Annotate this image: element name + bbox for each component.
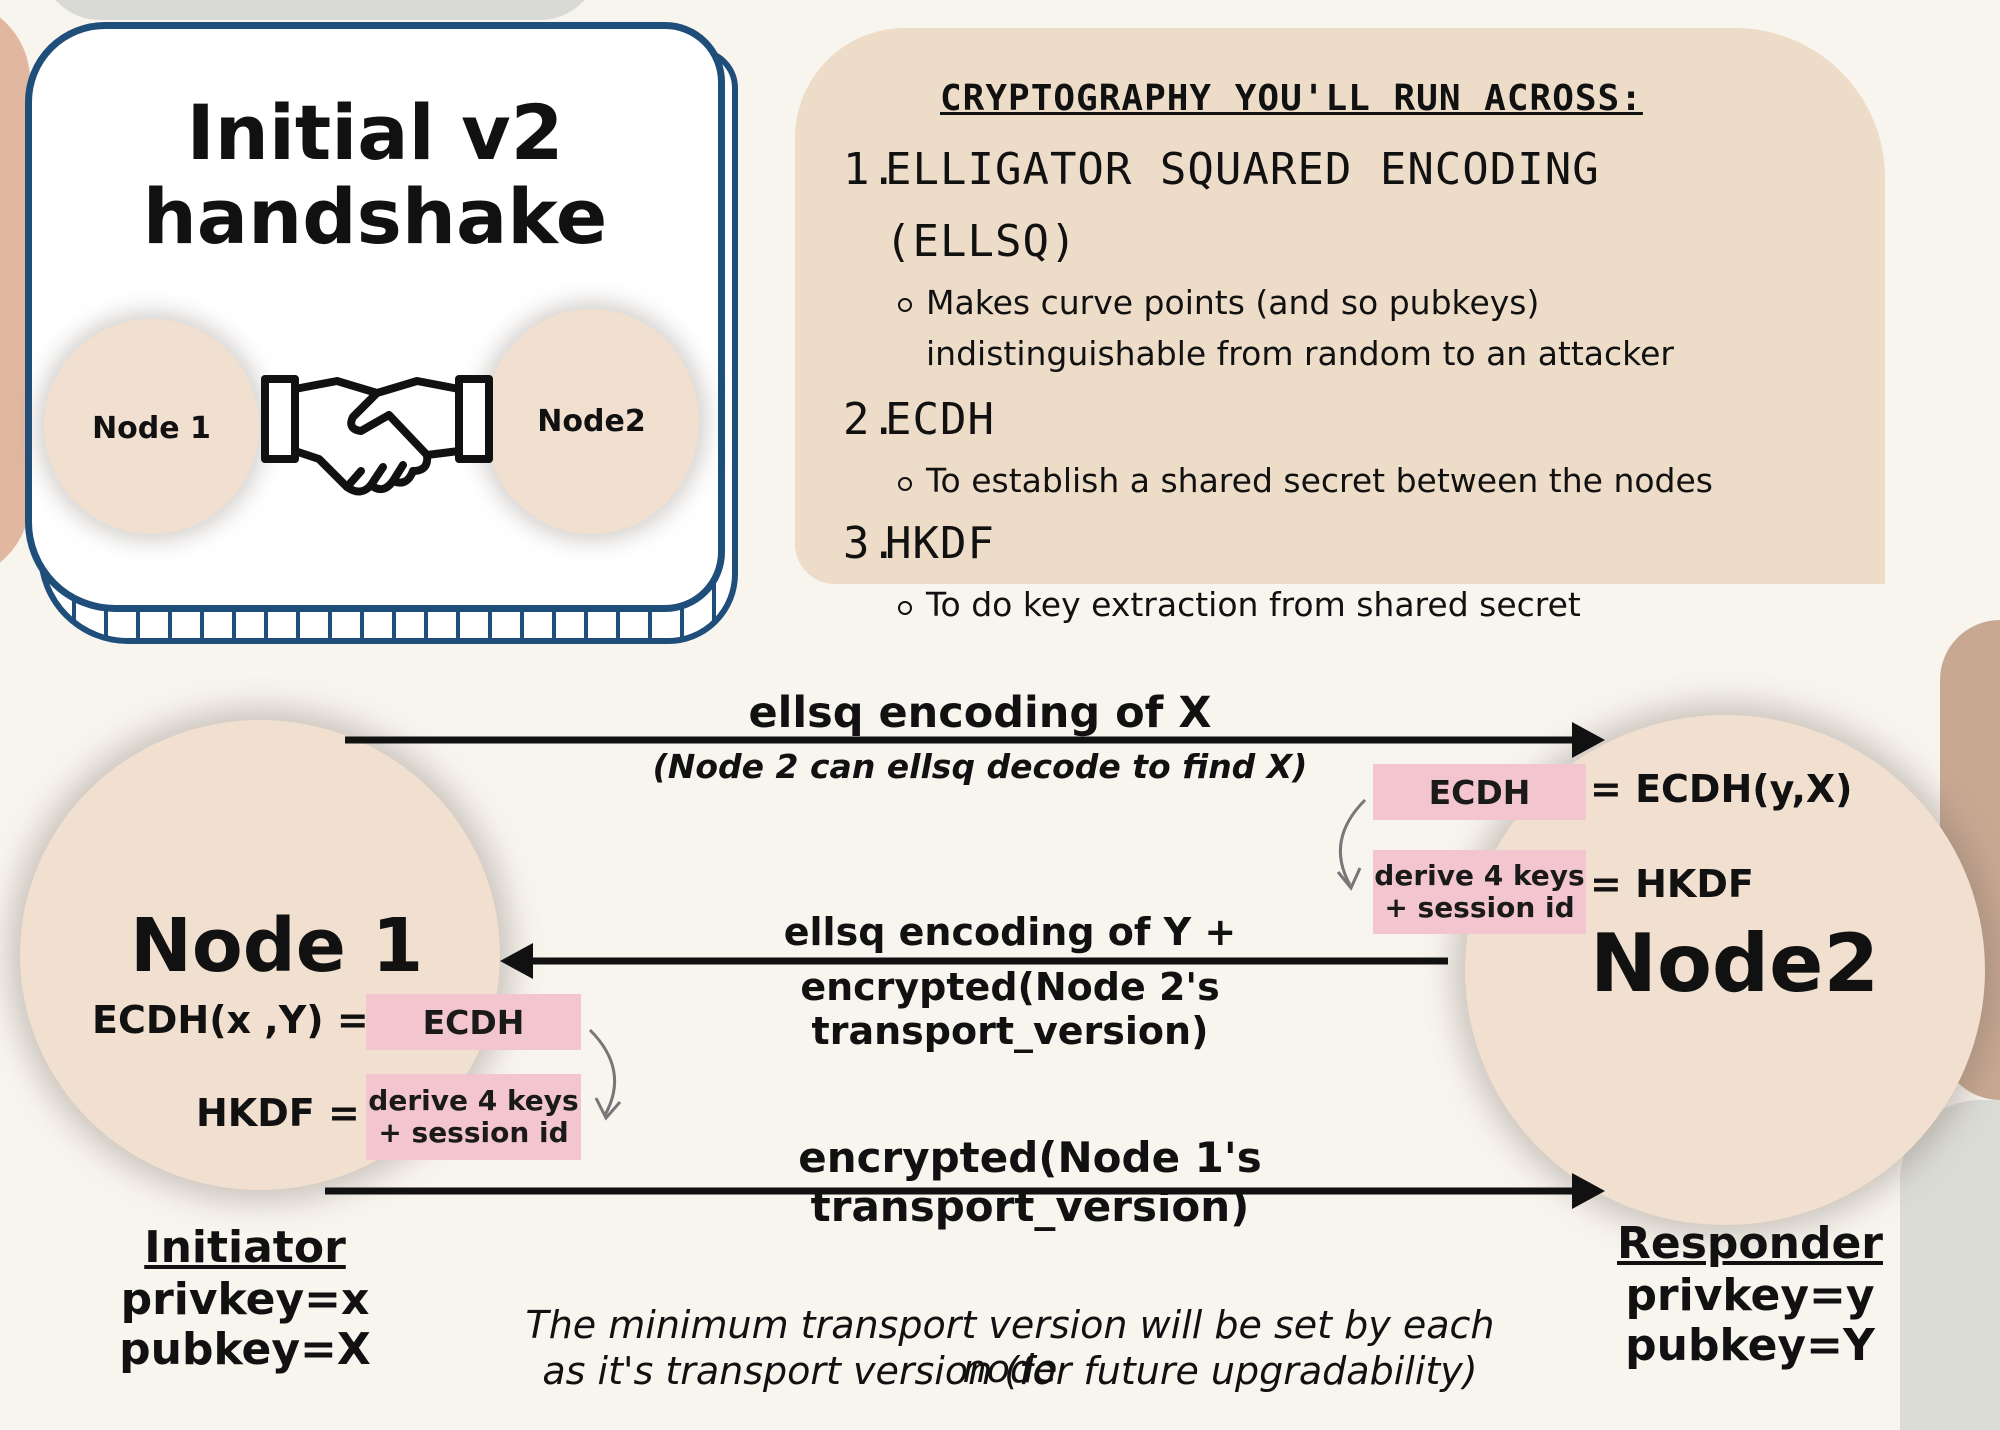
crypto-item-1-bullet-line1: Makes curve points (and so pubkeys) xyxy=(926,283,1540,322)
card-node-right xyxy=(484,309,699,534)
msg3-label: encrypted(Node 1's transport_version) xyxy=(798,1133,1262,1231)
crypto-item-3-num: 3. xyxy=(843,518,898,569)
crypto-item-2-title: ECDH xyxy=(885,394,995,445)
node2-privkey: privkey=y xyxy=(1625,1270,1875,1321)
crypto-item-3-bullet-marker xyxy=(898,601,912,615)
node2-hkdf-eq: = HKDF xyxy=(1590,862,1754,906)
msg2-line2: encrypted(Node 2's transport_version) xyxy=(800,965,1220,1053)
node1-role: Initiator xyxy=(144,1222,346,1273)
node1-curve-arrow-head xyxy=(594,1097,622,1121)
msg1-note: (Node 2 can ellsq decode to find X) xyxy=(652,747,1308,786)
title-card: Initial v2 handshake Node 1 Node2 xyxy=(25,22,725,612)
arrow-msg2-head xyxy=(500,943,533,979)
crypto-item-1-title-line2: (ELLSQ) xyxy=(885,216,1078,267)
node2-pubkey: pubkey=Y xyxy=(1625,1320,1875,1371)
node1-privkey: privkey=x xyxy=(120,1274,370,1325)
node1-name: Node 1 xyxy=(130,903,424,989)
node1-hkdf-box-line2: + session id xyxy=(378,1116,569,1149)
node2-role: Responder xyxy=(1617,1218,1883,1269)
msg1-label: ellsq encoding of X xyxy=(748,688,1212,738)
crypto-item-3-title: HKDF xyxy=(885,518,995,569)
node2-hkdf-box: derive 4 keys + session id xyxy=(1373,850,1586,934)
node1-curve-arrow xyxy=(588,1028,617,1116)
decor-top-left xyxy=(40,0,600,20)
crypto-item-3-bullet: To do key extraction from shared secret xyxy=(926,585,1581,624)
crypto-item-2-bullet: To establish a shared secret between the… xyxy=(926,461,1713,500)
decor-right-edge xyxy=(1900,1100,2000,1430)
node2-curve-arrow-head xyxy=(1336,867,1362,891)
node1-ecdh-box: ECDH xyxy=(366,994,581,1050)
arrow-msg3-head xyxy=(1572,1173,1605,1209)
node1-pubkey: pubkey=X xyxy=(119,1324,371,1375)
footnote-line2: as it's transport version (for future up… xyxy=(542,1349,1478,1393)
crypto-item-1-num: 1. xyxy=(843,144,898,195)
node2-hkdf-box-line2: + session id xyxy=(1384,891,1575,924)
footnote-line1: The minimum transport version will be se… xyxy=(525,1303,1495,1391)
crypto-heading: CRYPTOGRAPHY YOU'LL RUN ACROSS: xyxy=(940,78,1643,119)
node1-ecdh-eq: ECDH(x ,Y) = xyxy=(92,998,369,1042)
crypto-item-1-bullet-marker xyxy=(898,298,912,312)
node2-ecdh-eq: = ECDH(y,X) xyxy=(1590,767,1853,811)
crypto-item-2-bullet-marker xyxy=(898,477,912,491)
node1-hkdf-box: derive 4 keys + session id xyxy=(366,1074,581,1160)
node2-hkdf-box-line1: derive 4 keys xyxy=(1374,859,1585,892)
crypto-item-1-title: ELLIGATOR SQUARED ENCODING xyxy=(885,144,1600,195)
card-node-left-label: Node 1 xyxy=(92,411,211,446)
node2-curve-arrow xyxy=(1338,798,1367,886)
crypto-item-2-num: 2. xyxy=(843,394,898,445)
crypto-item-1-bullet-line2: indistinguishable from random to an atta… xyxy=(926,334,1674,373)
node2-ecdh-box: ECDH xyxy=(1373,764,1586,820)
crypto-panel xyxy=(795,28,1885,584)
card-node-right-label: Node2 xyxy=(537,404,646,439)
handshake-icon xyxy=(261,375,493,496)
card-title-line2: handshake xyxy=(142,172,608,261)
node2-name: Node2 xyxy=(1590,917,1880,1010)
card-title-line1: Initial v2 xyxy=(186,88,564,177)
node1-hkdf-box-line1: derive 4 keys xyxy=(368,1084,579,1117)
node1-hkdf-eq: HKDF = xyxy=(196,1091,360,1135)
msg2-line1: ellsq encoding of Y + xyxy=(783,910,1237,954)
arrow-msg1-head xyxy=(1572,722,1605,758)
card-node-left xyxy=(44,319,259,534)
